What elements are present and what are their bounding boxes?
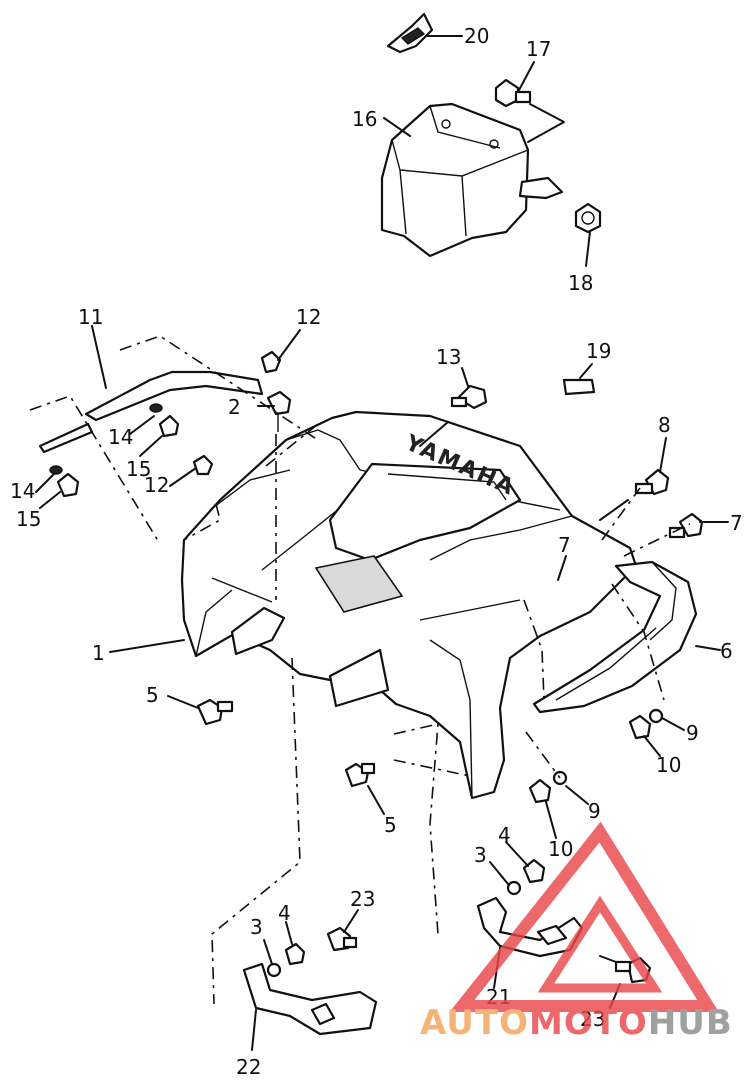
part-17-bolt — [494, 78, 532, 108]
callout-12-top: 12 — [296, 305, 321, 329]
watermark-logo: AUTOMOTOHUB — [420, 821, 733, 1043]
part-20-clip — [386, 12, 434, 54]
callout-12-lower: 12 — [144, 473, 169, 497]
callout-15-lower: 15 — [16, 507, 41, 531]
callout-9-lower: 9 — [588, 799, 601, 823]
watermark-text: AUTOMOTOHUB — [420, 1003, 733, 1043]
callout-3-left: 3 — [250, 915, 263, 939]
callout-labels: 20 17 16 18 11 12 2 14 15 12 14 15 13 19… — [10, 24, 743, 1079]
callout-5-lower: 5 — [384, 813, 397, 837]
part-1-rear-fender: YAMAHA — [180, 410, 638, 800]
callout-9-right: 9 — [686, 721, 699, 745]
callout-17: 17 — [526, 37, 551, 61]
lower-brackets — [242, 896, 652, 1036]
watermark-triangle-icon — [449, 821, 719, 1012]
callout-13: 13 — [436, 345, 461, 369]
callout-1: 1 — [92, 641, 105, 665]
callout-3-right: 3 — [474, 843, 487, 867]
callout-14-lower: 14 — [10, 479, 35, 503]
callout-10-lower: 10 — [548, 837, 573, 861]
callout-4-right: 4 — [498, 823, 511, 847]
callout-20: 20 — [464, 24, 489, 48]
part-18-nut — [574, 202, 602, 234]
callout-19: 19 — [586, 339, 611, 363]
callout-2: 2 — [228, 395, 241, 419]
hardware-upper-left — [49, 350, 292, 498]
watermark-inner-triangle-icon — [537, 895, 663, 993]
callout-5-left: 5 — [146, 683, 159, 707]
callout-14-upper: 14 — [108, 425, 133, 449]
callout-7-mid: 7 — [558, 533, 571, 557]
callout-7-right: 7 — [730, 511, 743, 535]
watermark-part-auto: AUTO — [420, 1003, 529, 1043]
callout-10-right: 10 — [656, 753, 681, 777]
callout-8: 8 — [658, 413, 671, 437]
callout-6: 6 — [720, 639, 733, 663]
callout-23-left: 23 — [350, 887, 375, 911]
part-16-bracket — [380, 102, 564, 258]
callout-4-left: 4 — [278, 901, 291, 925]
part-6-side-guard — [532, 560, 698, 714]
hardware-mid — [196, 698, 664, 896]
callout-11: 11 — [78, 305, 103, 329]
callout-15-upper: 15 — [126, 457, 151, 481]
callout-16: 16 — [352, 107, 377, 131]
callout-22: 22 — [236, 1055, 261, 1079]
watermark-part-moto: MOTO — [529, 1003, 648, 1043]
callout-18: 18 — [568, 271, 593, 295]
watermark-part-hub: HUB — [648, 1003, 733, 1043]
